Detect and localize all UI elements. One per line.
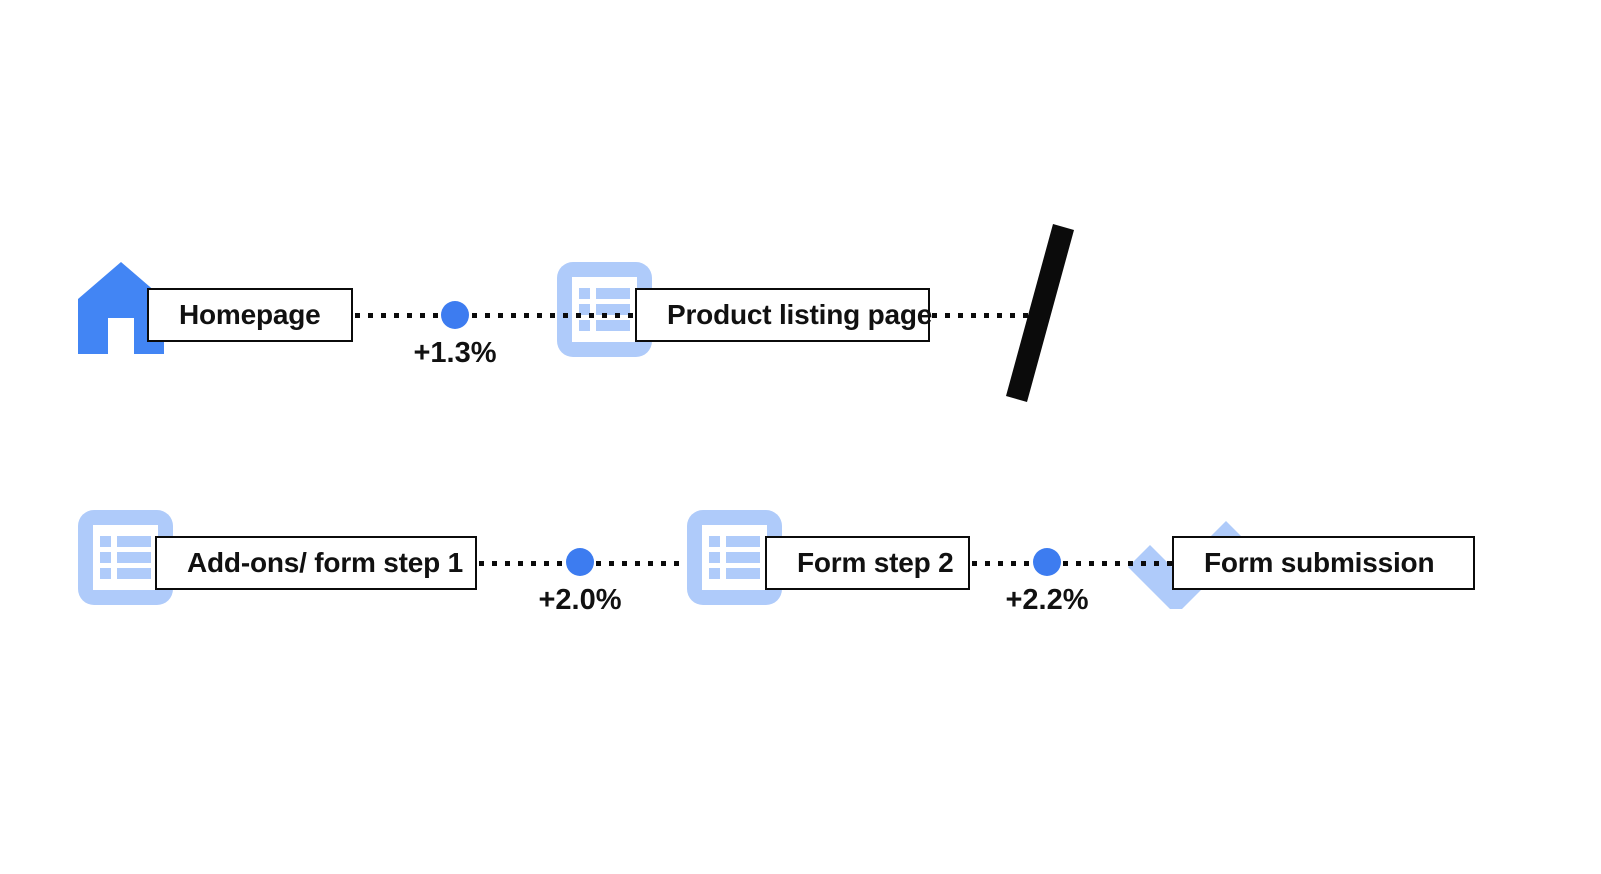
step-box-add-ons-form-step-1[interactable]: Add-ons/ form step 1	[155, 536, 477, 590]
metric-addons-to-step2: +2.0%	[538, 548, 622, 615]
metric-dot-icon	[566, 548, 594, 576]
step-box-product-listing-page[interactable]: Product listing page	[635, 288, 933, 342]
list-icon-add-ons-form-step-1	[78, 510, 173, 605]
metric-step2-to-submission: +2.2%	[1005, 548, 1089, 615]
step-label-form-submission: Form submission	[1204, 547, 1435, 578]
connector-homepage-to-plp	[355, 313, 637, 318]
step-box-homepage[interactable]: Homepage	[147, 288, 353, 342]
list-icon-product-listing-page	[557, 262, 652, 357]
step-box-form-step-2[interactable]: Form step 2	[765, 536, 970, 590]
metric-homepage-to-plp: +1.3%	[413, 301, 497, 368]
metric-label-step2-to-submission: +2.2%	[1005, 584, 1089, 616]
metric-label-addons-to-step2: +2.0%	[538, 584, 622, 616]
connector-plp-to-end	[932, 313, 1050, 318]
list-icon-form-step-2	[687, 510, 782, 605]
metric-dot-icon	[1033, 548, 1061, 576]
step-label-homepage: Homepage	[179, 299, 321, 330]
metric-dot-icon	[441, 301, 469, 329]
step-label-add-ons-form-step-1: Add-ons/ form step 1	[187, 547, 464, 578]
metric-label-homepage-to-plp: +1.3%	[413, 337, 497, 369]
connector-step2-to-submission	[972, 561, 1174, 566]
step-box-form-submission[interactable]: Form submission	[1172, 536, 1475, 590]
step-label-product-listing-page: Product listing page	[667, 299, 933, 330]
house-icon	[78, 262, 164, 354]
slash-icon	[1000, 224, 1080, 402]
step-label-form-step-2: Form step 2	[797, 547, 954, 578]
